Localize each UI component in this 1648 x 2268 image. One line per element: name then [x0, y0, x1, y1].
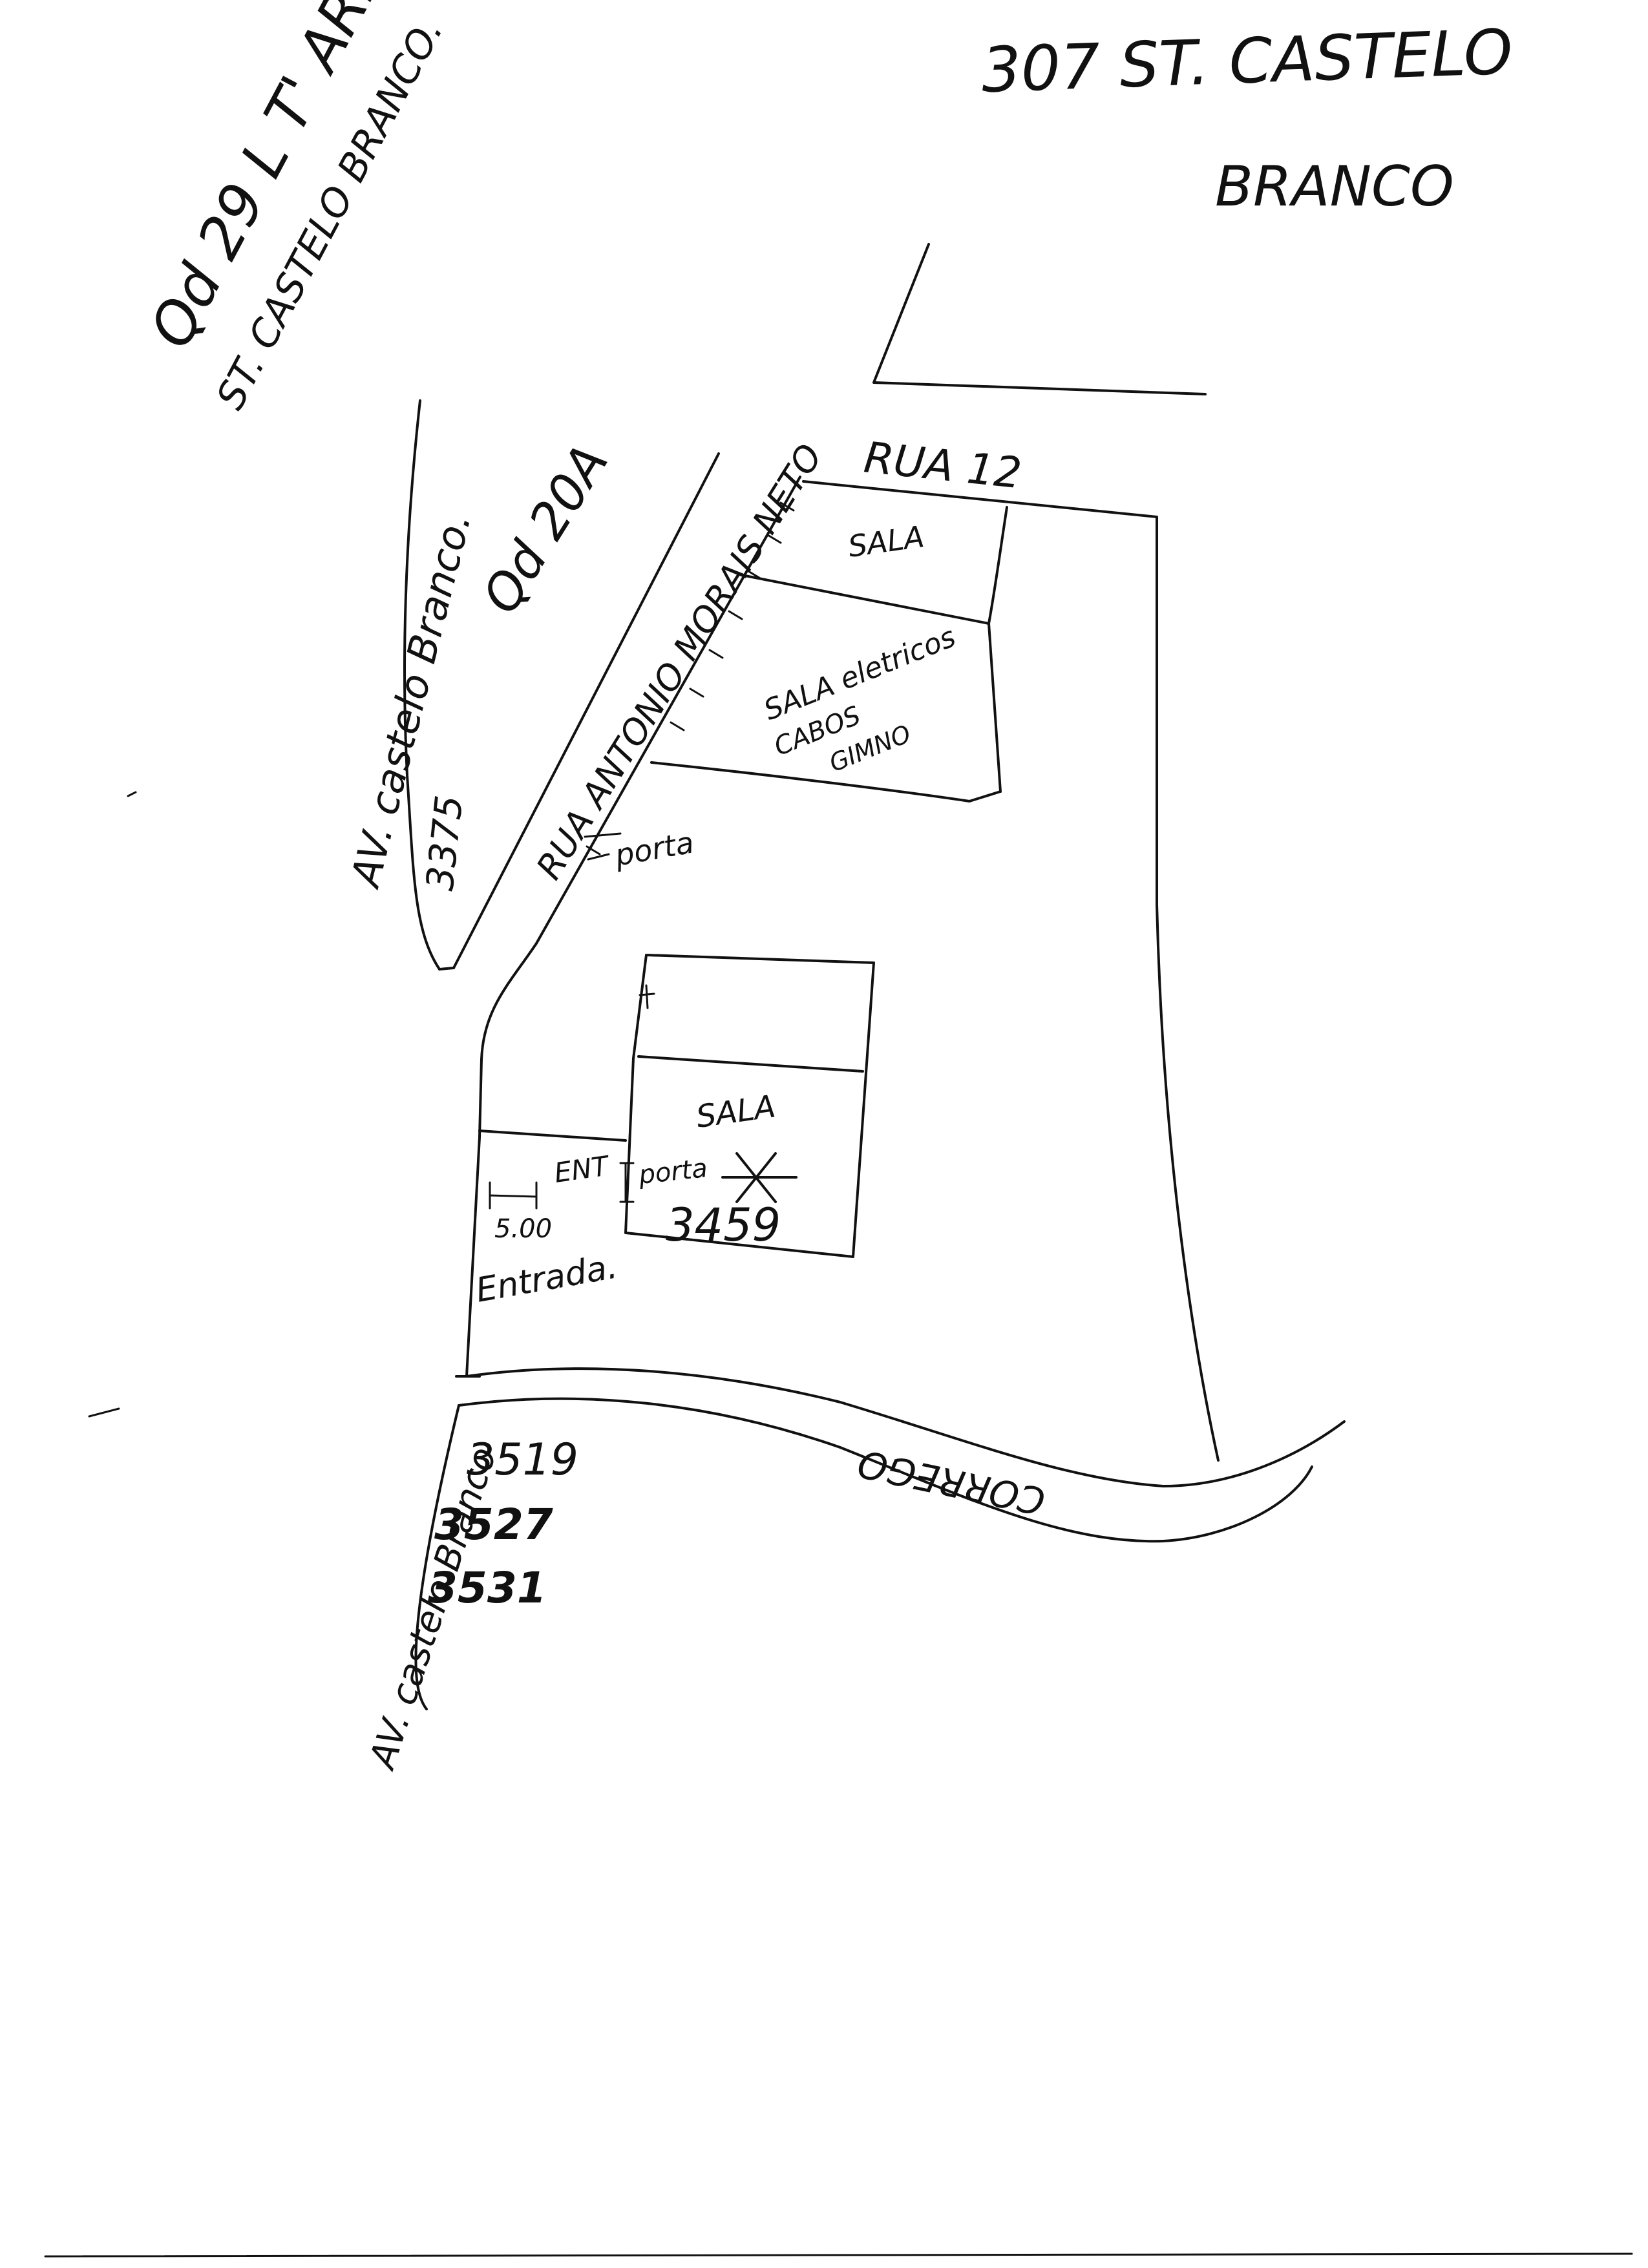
address-number-3531: 3531: [428, 1563, 547, 1613]
corrego-label: CORREGO: [854, 1441, 1049, 1524]
porta-upper-mark: [584, 832, 622, 861]
lower-building-divider: [637, 1055, 864, 1073]
av-castelo-branco-lower-curb: [414, 1404, 460, 1710]
corrego-lower-bank: [458, 1397, 1313, 1543]
bottom-page-rule: [44, 2252, 1633, 2258]
stray-mark-left-1: [127, 791, 137, 797]
room-number-label: 3459: [666, 1199, 781, 1252]
av-castelo-branco-upper-curb: [403, 399, 441, 971]
location-x-mark: [721, 1152, 798, 1203]
address-number-3527: 3527: [434, 1500, 553, 1549]
qd-20a-label: Qd 20A: [472, 435, 620, 624]
entrada-label: Entrada.: [473, 1247, 620, 1310]
entrance-line: [478, 1129, 627, 1142]
entrance-tick-left: [489, 1181, 538, 1210]
address-title-line2: BRANCO: [1215, 154, 1454, 219]
address-title: 307 ST. CASTELO: [980, 16, 1514, 107]
rua-antonio-morais-neto-line-outer: [452, 452, 720, 969]
lower-building-tick: [639, 984, 655, 1009]
top-building-right-wall: [988, 506, 1008, 793]
number-3375-label: 3375: [417, 793, 471, 893]
porta-lower-label: porta: [637, 1153, 709, 1190]
ent-label: ENT: [553, 1150, 613, 1189]
corrego-upper-bank: [465, 1367, 1346, 1487]
top-building-divider: [741, 574, 990, 625]
top-building-bottom-wall: [650, 761, 1002, 803]
sala-top-label: SALA: [846, 519, 926, 564]
top-right-street-line: [872, 243, 1207, 395]
sala-middle-label-line1: SALA eletricos: [759, 620, 960, 727]
address-number-3519: 3519: [467, 1434, 578, 1486]
stray-mark-left-2: [88, 1407, 120, 1418]
street-tick-marks: [586, 501, 795, 856]
main-lot-outline: [802, 480, 1220, 1462]
lot-left-edge: [465, 1058, 483, 1378]
entrance-tick-right: [619, 1162, 635, 1203]
sala-lower-label: SALA: [694, 1088, 777, 1135]
entrance-dimension-label: 5.00: [494, 1214, 552, 1244]
lower-building-outline: [624, 954, 875, 1258]
porta-upper-label: porta: [612, 824, 697, 873]
rua-antonio-morais-neto-line-inner: [480, 476, 801, 1061]
av-castelo-branco-upper-curb-end: [438, 967, 455, 971]
